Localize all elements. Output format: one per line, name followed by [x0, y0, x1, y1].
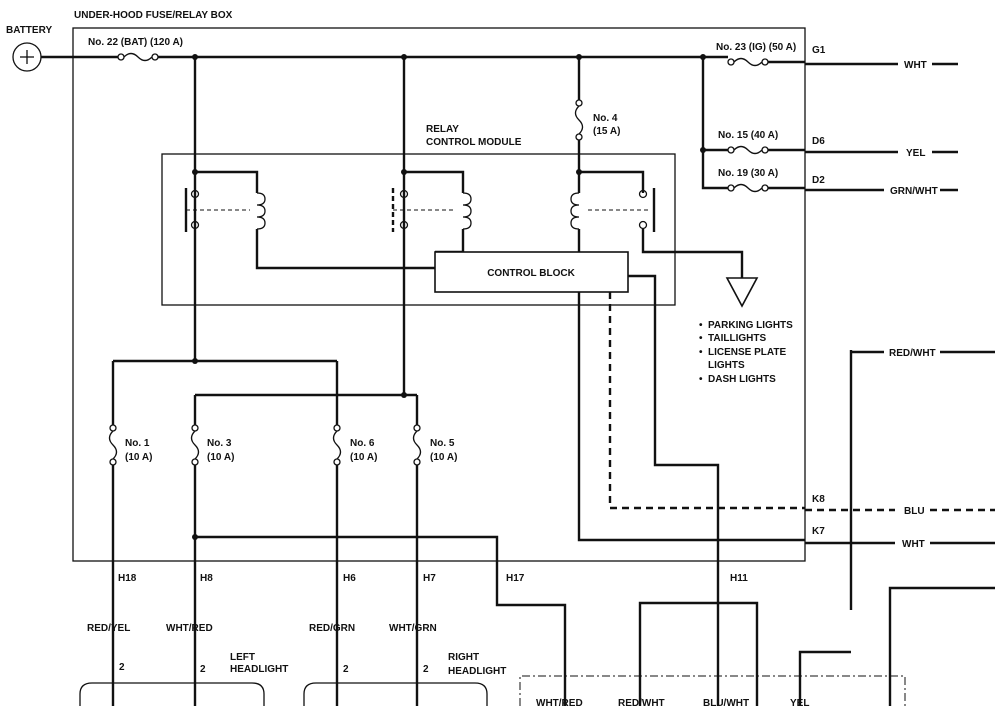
right-headlight-connector: [303, 682, 488, 706]
wire-red-yel: RED/YEL: [87, 623, 130, 634]
left-pin-a: 2: [119, 662, 125, 673]
left-headlight-line2: HEADLIGHT: [230, 664, 288, 675]
ig-branch: [701, 57, 728, 190]
d2-wire-color: GRN/WHT: [890, 186, 938, 197]
fuse-1-amp: (10 A): [125, 452, 152, 463]
pin-k7: K7: [812, 526, 825, 537]
red-wht-label: RED/WHT: [889, 348, 936, 359]
wire-wht-red: WHT/RED: [166, 623, 213, 634]
relay-control-module-box: [161, 153, 676, 306]
left-pin-b: 2: [200, 664, 206, 675]
svg-text:•: •: [699, 333, 703, 344]
h17-wire: [195, 535, 567, 706]
fuse-4: [574, 99, 584, 141]
wire-wht-grn: WHT/GRN: [389, 623, 437, 634]
terminal-h11: H11: [730, 573, 748, 584]
pin-d6: D6: [812, 136, 825, 147]
k8-wire-color: BLU: [904, 506, 925, 517]
svg-text:TAILLIGHTS: TAILLIGHTS: [708, 333, 766, 344]
k8-wire-inner: [608, 292, 805, 510]
fuse-5: [412, 424, 422, 466]
bottom-label-wht-red: WHT/RED: [536, 698, 583, 706]
fuse-5-amp: (10 A): [430, 452, 457, 463]
main-fuse-label: No. 22 (BAT) (120 A): [88, 37, 183, 48]
g1-wire-color: WHT: [904, 60, 927, 71]
right-headlight-line1: RIGHT: [448, 652, 479, 663]
terminal-h8: H8: [200, 573, 213, 584]
right-pin-a: 2: [343, 664, 349, 675]
d6-wire-color: YEL: [906, 148, 925, 159]
module-label-line1: RELAY: [426, 124, 459, 135]
fuse-15: [727, 145, 769, 155]
relay-left: [184, 57, 435, 270]
wire-red-grn: RED/GRN: [309, 623, 355, 634]
right-headlight-line2: HEADLIGHT: [448, 666, 506, 677]
fuse-19: [727, 183, 769, 193]
svg-text:DASH LIGHTS: DASH LIGHTS: [708, 374, 776, 385]
svg-text:LICENSE PLATE: LICENSE PLATE: [708, 347, 786, 358]
fuse-15-label: No. 15 (40 A): [718, 130, 778, 141]
left-headlight-connector: [79, 682, 265, 706]
main-fuse: [117, 52, 159, 62]
fuse-1-name: No. 1: [125, 438, 150, 449]
svg-text:LIGHTS: LIGHTS: [708, 360, 745, 371]
fuse-23: [727, 57, 769, 67]
pin-d2: D2: [812, 175, 825, 186]
terminal-h17: H17: [506, 573, 525, 584]
pin-k8: K8: [812, 494, 825, 505]
battery-label: BATTERY: [6, 25, 52, 36]
fuse-19-label: No. 19 (30 A): [718, 168, 778, 179]
battery-symbol: [12, 42, 42, 72]
bottom-label-blu-wht: BLU/WHT: [703, 698, 749, 706]
fuse-6-name: No. 6: [350, 438, 375, 449]
svg-text:PARKING LIGHTS: PARKING LIGHTS: [708, 320, 793, 331]
right-pin-b: 2: [423, 664, 429, 675]
relay-right: [570, 169, 744, 278]
bottom-label-red-wht: RED/WHT: [618, 698, 665, 706]
fuse-6-amp: (10 A): [350, 452, 377, 463]
h11-wire: [628, 274, 720, 706]
bottom-label-yel: YEL: [790, 698, 809, 706]
control-block-label: CONTROL BLOCK: [487, 268, 575, 279]
svg-text:•: •: [699, 347, 703, 358]
fuse-1: [108, 424, 118, 466]
module-label-line2: CONTROL MODULE: [426, 137, 522, 148]
fuse-4-amp: (15 A): [593, 126, 620, 137]
fuse-3-amp: (10 A): [207, 452, 234, 463]
lights-list: • PARKING LIGHTS • TAILLIGHTS • LICENSE …: [699, 320, 793, 385]
terminal-h7: H7: [423, 573, 436, 584]
fuse-3: [190, 424, 200, 466]
fuse-5-name: No. 5: [430, 438, 455, 449]
fuse-3-name: No. 3: [207, 438, 232, 449]
left-headlight-line1: LEFT: [230, 652, 255, 663]
output-arrow-icon: [725, 277, 759, 308]
terminal-h18: H18: [118, 573, 137, 584]
fuse-relay-box-title: UNDER-HOOD FUSE/RELAY BOX: [74, 10, 233, 21]
k7-wire-color: WHT: [902, 539, 925, 550]
k7-wire-inner: [577, 292, 805, 542]
fuse-23-label: No. 23 (IG) (50 A): [716, 42, 796, 53]
svg-text:•: •: [699, 374, 703, 385]
terminal-h6: H6: [343, 573, 356, 584]
pin-g1: G1: [812, 45, 826, 56]
control-block: [434, 251, 629, 293]
svg-text:•: •: [699, 320, 703, 331]
fuse-relay-box-outline: [72, 27, 806, 562]
fuse-4-name: No. 4: [593, 113, 618, 124]
fuse-6: [332, 424, 342, 466]
